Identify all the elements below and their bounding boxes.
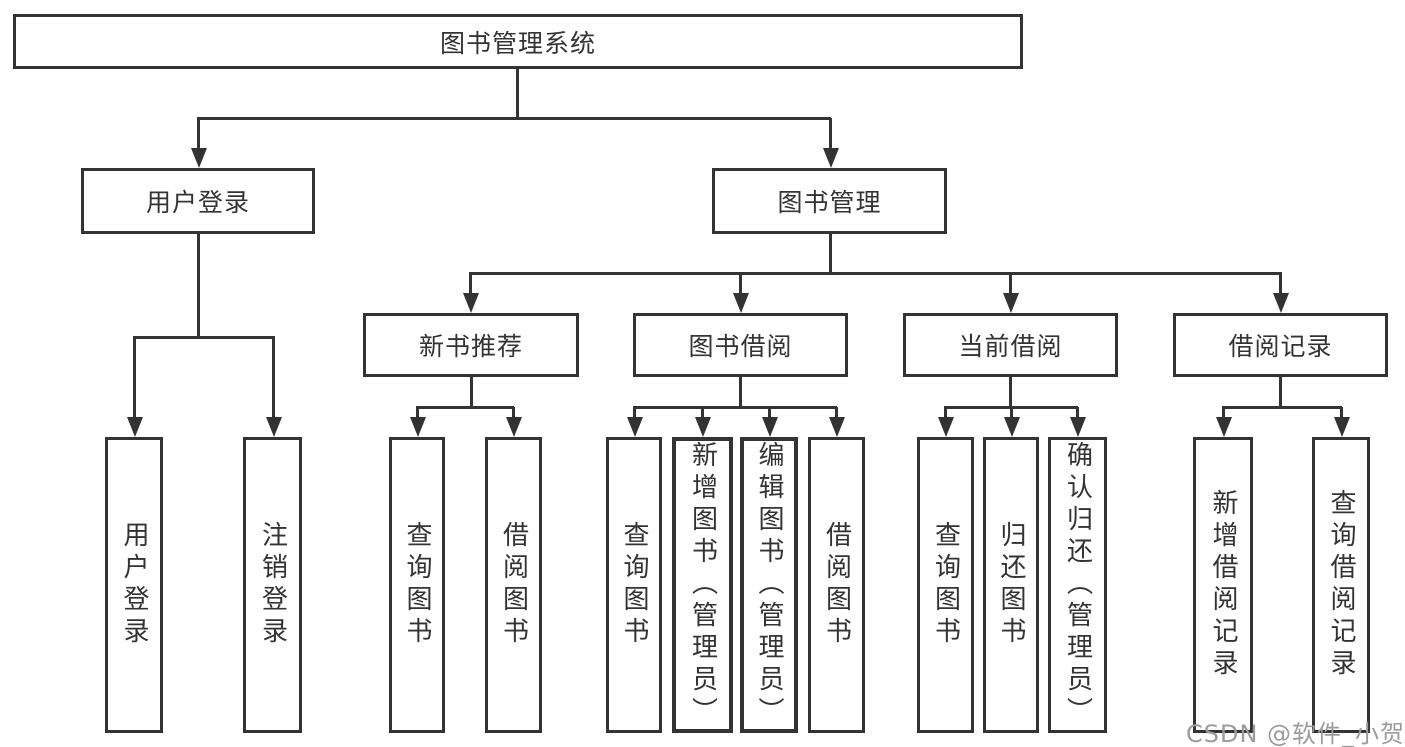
leaf-add-borrow-record: 新增借阅记录 [1193,437,1253,733]
connector-book-management-rail [469,272,1282,275]
arrow-to-leaf-logout [265,337,282,437]
node-borrow-records: 借阅记录 [1173,313,1388,377]
node-book-borrow-label: 图书借阅 [688,332,793,361]
arrow-to-add-book [694,407,711,437]
node-book-borrow: 图书借阅 [633,313,848,377]
connector-root-stem [516,69,519,118]
leaf-add-book-admin: 新增图书（管理员） [672,437,733,733]
connector-user-login-rail [133,336,275,339]
leaf-query-books-1-label: 查询图书 [402,521,432,649]
connector-borrow-records-rail [1222,406,1342,409]
arrow-to-current-borrow [1002,273,1019,313]
leaf-user-login: 用户登录 [105,437,163,733]
node-new-book-recommend: 新书推荐 [363,313,579,377]
arrow-to-return-book [1003,407,1020,437]
arrow-to-borrow-books-2 [828,407,845,437]
arrow-to-query-books-2 [626,407,643,437]
connector-borrow-records-stem [1279,377,1282,407]
leaf-query-books-3: 查询图书 [917,437,974,733]
leaf-borrow-books-2: 借阅图书 [808,437,865,733]
arrow-to-book-borrow [732,273,749,313]
leaf-logout-label: 注销登录 [257,521,288,649]
arrow-to-borrow-records [1272,273,1289,313]
connector-book-borrow-rail [633,406,837,409]
csdn-watermark: CSDN @软件_小贺同学 [1186,720,1405,747]
connector-root-rail [197,117,831,120]
node-current-borrow: 当前借阅 [903,313,1118,377]
connector-new-book-recommend-rail [416,406,514,409]
node-root: 图书管理系统 [13,14,1023,69]
leaf-query-borrow-record-label: 查询借阅记录 [1326,489,1356,681]
node-borrow-records-label: 借阅记录 [1228,332,1333,361]
leaf-borrow-books-1: 借阅图书 [485,437,542,733]
leaf-return-book: 归还图书 [983,437,1039,733]
arrow-to-query-books-3 [937,407,954,437]
connector-book-management-stem [829,234,832,273]
node-book-management: 图书管理 [712,168,947,234]
leaf-query-books-1: 查询图书 [389,437,445,733]
node-current-borrow-label: 当前借阅 [958,332,1063,361]
leaf-add-borrow-record-label: 新增借阅记录 [1208,489,1238,681]
arrow-to-leaf-user-login [126,337,143,437]
node-book-management-label: 图书管理 [777,188,882,217]
arrow-to-add-borrow-record [1215,407,1232,437]
node-user-login-label: 用户登录 [145,188,250,217]
connector-current-borrow-stem [1009,377,1012,407]
arrow-to-edit-book [761,407,778,437]
leaf-add-book-admin-label: 新增图书（管理员） [687,441,718,729]
leaf-query-books-3-label: 查询图书 [930,521,961,649]
connector-book-borrow-stem [739,377,742,407]
arrow-to-user-login [190,118,207,168]
leaf-borrow-books-1-label: 借阅图书 [498,521,529,649]
connector-new-book-recommend-stem [470,377,473,407]
leaf-logout: 注销登录 [243,437,302,733]
leaf-return-book-label: 归还图书 [996,521,1026,649]
leaf-query-borrow-record: 查询借阅记录 [1312,437,1370,733]
arrow-to-confirm-return [1069,407,1086,437]
leaf-confirm-return-admin-label: 确认归还（管理员） [1062,441,1093,729]
leaf-edit-book-admin-label: 编辑图书（管理员） [754,441,784,729]
arrow-to-borrow-books-1 [505,407,522,437]
arrow-to-query-books-1 [409,407,426,437]
leaf-edit-book-admin: 编辑图书（管理员） [740,437,798,733]
leaf-query-books-2-label: 查询图书 [619,521,649,649]
arrow-to-book-management [822,118,839,168]
node-new-book-recommend-label: 新书推荐 [418,332,523,361]
connector-user-login-stem [197,234,200,337]
arrow-to-new-book-recommend [462,273,479,313]
leaf-borrow-books-2-label: 借阅图书 [821,521,852,649]
arrow-to-query-borrow-record [1333,407,1350,437]
leaf-query-books-2: 查询图书 [606,437,662,733]
leaf-confirm-return-admin: 确认归还（管理员） [1048,437,1107,733]
node-user-login: 用户登录 [81,168,315,234]
node-root-label: 图书管理系统 [439,28,596,58]
leaf-user-login-label: 用户登录 [119,521,149,649]
